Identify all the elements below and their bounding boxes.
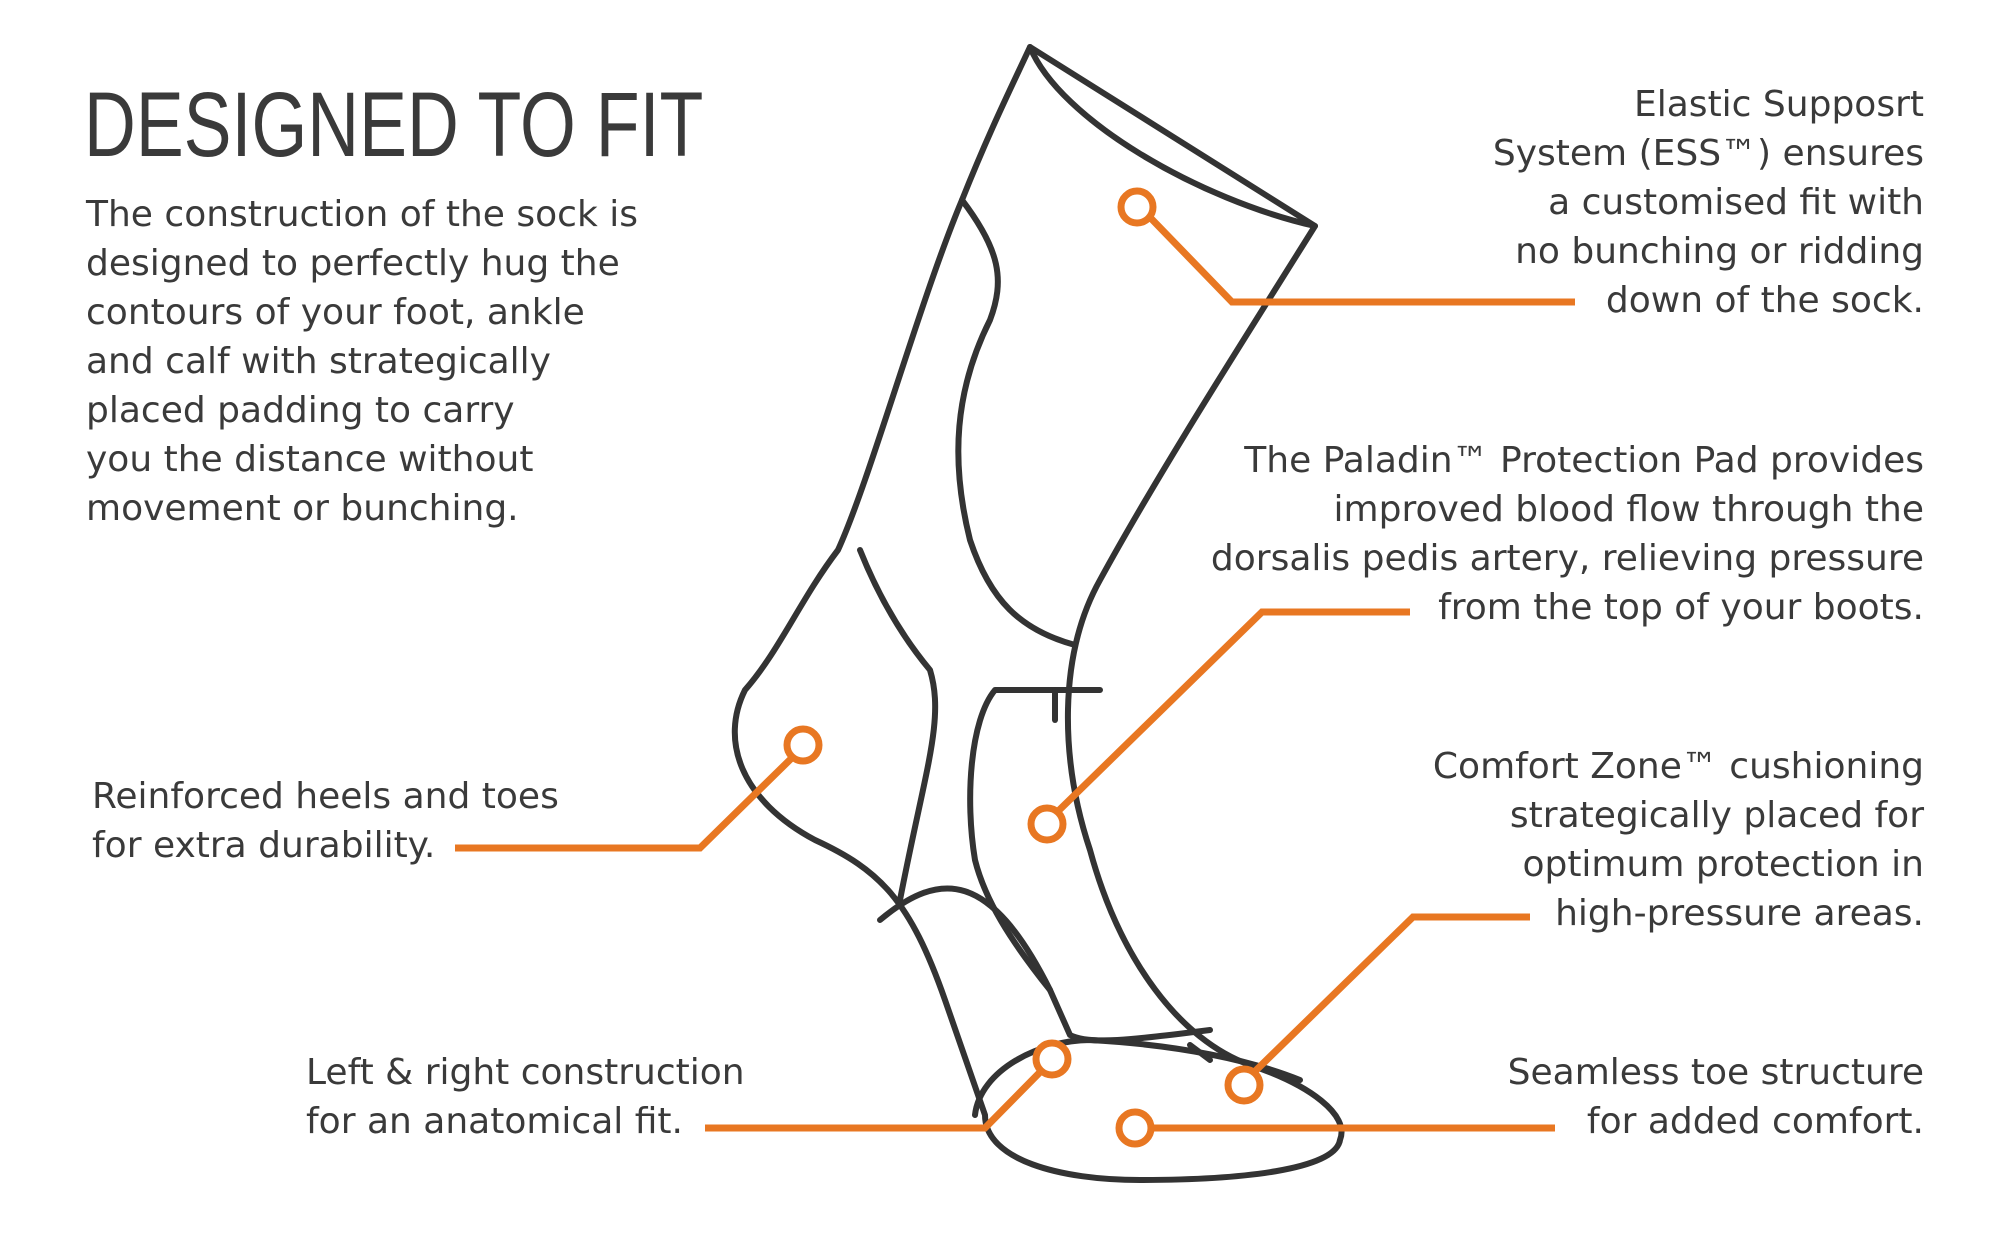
callout-seamless-text: Seamless toe structure for added comfort… bbox=[1508, 1048, 1924, 1146]
callout-line: Seamless toe structure bbox=[1507, 1052, 1924, 1093]
callout-line: The Paladin™ Protection Pad provides bbox=[1244, 440, 1924, 481]
callout-line: System (ESS™) ensures bbox=[1492, 133, 1924, 174]
sock-outer-line bbox=[731, 44, 1345, 1183]
marker-paladin bbox=[1027, 804, 1067, 844]
callout-line: Left & right construction bbox=[306, 1052, 745, 1093]
callout-line: strategically placed for bbox=[1509, 795, 1924, 836]
leader-heel bbox=[455, 742, 808, 852]
marker-seamless bbox=[1115, 1108, 1155, 1148]
leader-ess bbox=[1137, 204, 1575, 306]
toe-tick bbox=[1187, 1042, 1213, 1063]
callout-line: a customised fit with bbox=[1548, 182, 1924, 223]
intro-line: and calf with strategically bbox=[86, 341, 551, 382]
intro-line: you the distance without bbox=[86, 439, 534, 480]
callout-line: Comfort Zone™ cushioning bbox=[1432, 746, 1924, 787]
callout-line: optimum protection in bbox=[1522, 844, 1924, 885]
callout-line: down of the sock. bbox=[1605, 280, 1924, 321]
callout-line: from the top of your boots. bbox=[1438, 587, 1924, 628]
callout-line: high-pressure areas. bbox=[1555, 893, 1924, 934]
marker-ess bbox=[1117, 187, 1157, 227]
callout-leaders bbox=[455, 204, 1575, 1132]
callout-line: Elastic Supposrt bbox=[1634, 84, 1924, 125]
callout-line: Reinforced heels and toes bbox=[92, 776, 559, 817]
intro-line: movement or bunching. bbox=[86, 488, 519, 529]
marker-heel bbox=[783, 725, 823, 765]
callout-line: dorsalis pedis artery, relieving pressur… bbox=[1210, 538, 1924, 579]
intro-text: The construction of the sock is designed… bbox=[86, 190, 638, 533]
callout-paladin-text: The Paladin™ Protection Pad provides imp… bbox=[1211, 436, 1924, 632]
marker-leftright bbox=[1032, 1039, 1072, 1079]
intro-line: contours of your foot, ankle bbox=[86, 292, 585, 333]
intro-line: The construction of the sock is bbox=[86, 194, 639, 235]
callout-leftright-text: Left & right construction for an anatomi… bbox=[306, 1048, 745, 1146]
callout-heel-text: Reinforced heels and toes for extra dura… bbox=[92, 772, 559, 870]
cuff-ellipse bbox=[1027, 44, 1318, 229]
callout-ess-text: Elastic Supposrt System (ESS™) ensures a… bbox=[1493, 80, 1924, 325]
leader-comfort bbox=[1238, 913, 1530, 1088]
intro-line: placed padding to carry bbox=[86, 390, 515, 431]
sock-outline bbox=[731, 44, 1345, 1183]
callout-line: for an anatomical fit. bbox=[306, 1101, 683, 1142]
intro-line: designed to perfectly hug the bbox=[86, 243, 620, 284]
heading: DESIGNED TO FIT bbox=[84, 74, 704, 176]
callout-line: for added comfort. bbox=[1586, 1101, 1924, 1142]
callout-comfort-text: Comfort Zone™ cushioning strategically p… bbox=[1433, 742, 1924, 938]
ankle-pad bbox=[967, 687, 1213, 1044]
heel-cup bbox=[877, 885, 1053, 993]
callout-line: no bunching or ridding bbox=[1515, 231, 1924, 272]
leader-paladin bbox=[1044, 608, 1410, 825]
callout-markers bbox=[783, 187, 1264, 1148]
leader-leftright bbox=[705, 1057, 1055, 1132]
toe-cap bbox=[972, 1037, 1303, 1118]
marker-comfort bbox=[1224, 1065, 1264, 1105]
calf-panel bbox=[955, 197, 1078, 648]
callout-line: for extra durability. bbox=[92, 825, 436, 866]
callout-line: improved blood flow through the bbox=[1333, 489, 1924, 530]
shin-panel bbox=[857, 547, 939, 903]
